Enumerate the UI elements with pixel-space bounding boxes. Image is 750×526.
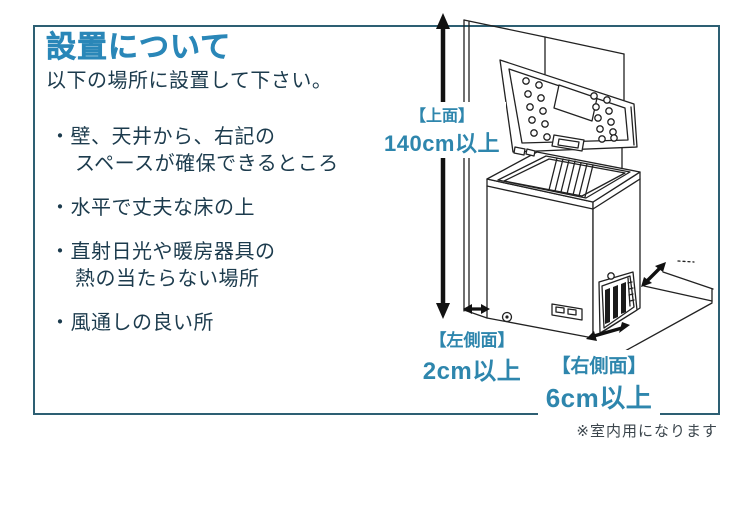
bullet-marker: ・ — [50, 126, 71, 148]
freezer-lid — [499, 59, 638, 157]
lid-hinges — [513, 146, 536, 157]
placement-conditions-list: ・壁、天井から、右記のスペースが確保できるところ ・水平で丈夫な床の上 ・直射日… — [50, 124, 400, 354]
right-clearance-label: 【右側面】 6cm以上 — [538, 351, 660, 415]
interior-hatch-lines — [548, 157, 594, 198]
right-clearance-arrow — [586, 322, 630, 341]
list-item-text-line2: スペースが確保できるところ — [75, 153, 339, 175]
freezer-installation-diagram — [436, 13, 714, 350]
bullet-marker: ・ — [50, 197, 71, 219]
lid-handle — [551, 134, 585, 152]
wall-lines — [463, 19, 625, 319]
bullet-marker: ・ — [50, 312, 71, 334]
clearance-value: 6cm以上 — [545, 383, 653, 413]
clearance-face-name: 【左側面】 — [429, 331, 515, 350]
clearance-face-name: 【右側面】 — [551, 356, 647, 377]
vent-grille — [598, 271, 638, 334]
list-item-text: 壁、天井から、右記の — [70, 126, 276, 148]
top-clearance-label: 【上面】 140cm以上 — [378, 102, 506, 158]
left-clearance-arrow — [463, 304, 490, 314]
list-item-text: 直射日光や暖房器具の — [70, 241, 276, 263]
list-item: ・水平で丈夫な床の上 — [50, 195, 400, 222]
list-item: ・風通しの良い所 — [50, 310, 400, 337]
indoor-use-footnote: ※室内用になります — [576, 423, 718, 440]
front-panel-details — [501, 303, 583, 323]
list-item: ・壁、天井から、右記のスペースが確保できるところ — [50, 124, 400, 178]
list-item-text: 風通しの良い所 — [70, 312, 214, 334]
list-item-text: 水平で丈夫な床の上 — [70, 197, 255, 219]
bullet-marker: ・ — [50, 241, 71, 263]
top-clearance-arrow — [436, 13, 450, 319]
clearance-value: 140cm以上 — [383, 131, 500, 156]
list-item: ・直射日光や暖房器具の熱の当たらない場所 — [50, 239, 400, 293]
floor-and-right-wall-lines — [625, 260, 714, 350]
list-item-text-line2: 熱の当たらない場所 — [75, 268, 260, 290]
wall-clearance-arrow — [641, 262, 666, 287]
left-clearance-label: 【左側面】 2cm以上 — [418, 326, 526, 386]
page-subtitle: 以下の場所に設置して下さい。 — [46, 70, 333, 92]
clearance-face-name: 【上面】 — [409, 108, 474, 125]
page-title: 設置について — [46, 31, 232, 65]
clearance-value: 2cm以上 — [422, 358, 522, 385]
lid-vent-holes — [522, 77, 618, 143]
lid-display-panel — [553, 84, 598, 122]
